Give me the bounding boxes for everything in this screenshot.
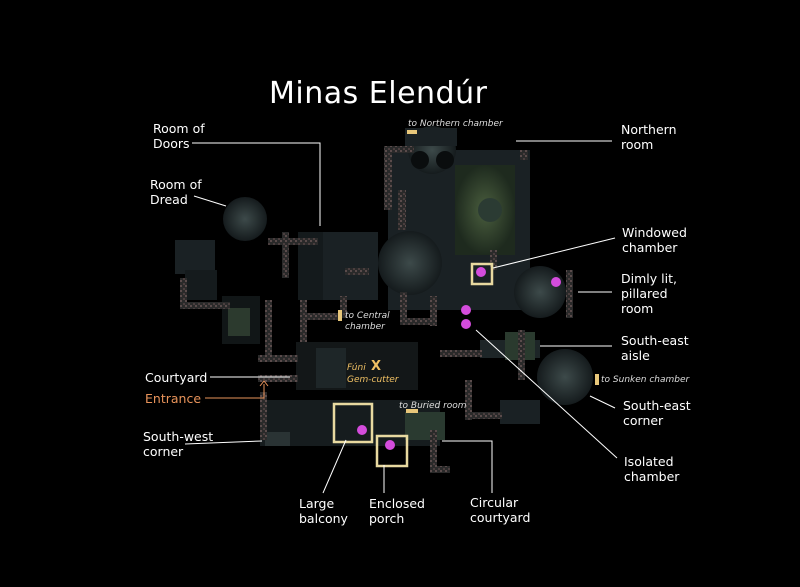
windowed-chamber-marker [476,267,486,277]
map-title: Minas Elendúr [269,76,488,111]
leader-lines [184,140,618,494]
northern-room-label: Northern room [621,122,677,152]
to-sunken-chamber-label: to Sunken chamber [601,375,690,385]
entrance-label: Entrance [145,391,202,406]
isolated-chamber-label: Isolated chamber [624,454,680,484]
large-balcony-marker [357,425,367,435]
circular-courtyard-label: Circular courtyard [470,495,531,525]
large-balcony-label: Large balcony [299,496,348,526]
south-west-corner-label: South-west corner [143,429,214,459]
markers [357,267,561,450]
room-of-doors-label: Room of Doors [153,121,205,151]
south-east-corner-label: South-east corner [623,398,691,428]
dimly-lit-room-marker [551,277,561,287]
highlight-boxes [332,262,494,468]
central-chamber [298,231,442,300]
room-of-dread-label: Room of Dread [150,177,202,207]
isolated-chamber-marker-1 [461,305,471,315]
windowed-chamber-label: Windowed chamber [622,225,687,255]
room-of-dread [175,197,267,274]
isolated-chamber-marker-2 [461,319,471,329]
south-block [260,400,445,446]
to-central-chamber-label: to Central chamber [345,311,390,332]
west-block [185,270,260,344]
to-buried-room-label: to Buried room [399,401,467,411]
south-east-aisle-label: South-east aisle [621,333,689,363]
corridors [180,146,573,473]
courtyard-label: Courtyard [145,370,208,385]
enclosed-porch-marker [385,440,395,450]
dimly-lit-room-label: Dimly lit, pillared room [621,271,677,316]
passage-markers [338,130,599,413]
to-northern-chamber-label: to Northern chamber [408,119,503,129]
enclosed-porch-label: Enclosed porch [369,496,425,526]
npc-marker-icon: X [371,359,382,374]
courtyard-area [296,342,418,390]
npc-name: Fúni [347,363,366,373]
npc-role: Gem-cutter [347,375,399,385]
